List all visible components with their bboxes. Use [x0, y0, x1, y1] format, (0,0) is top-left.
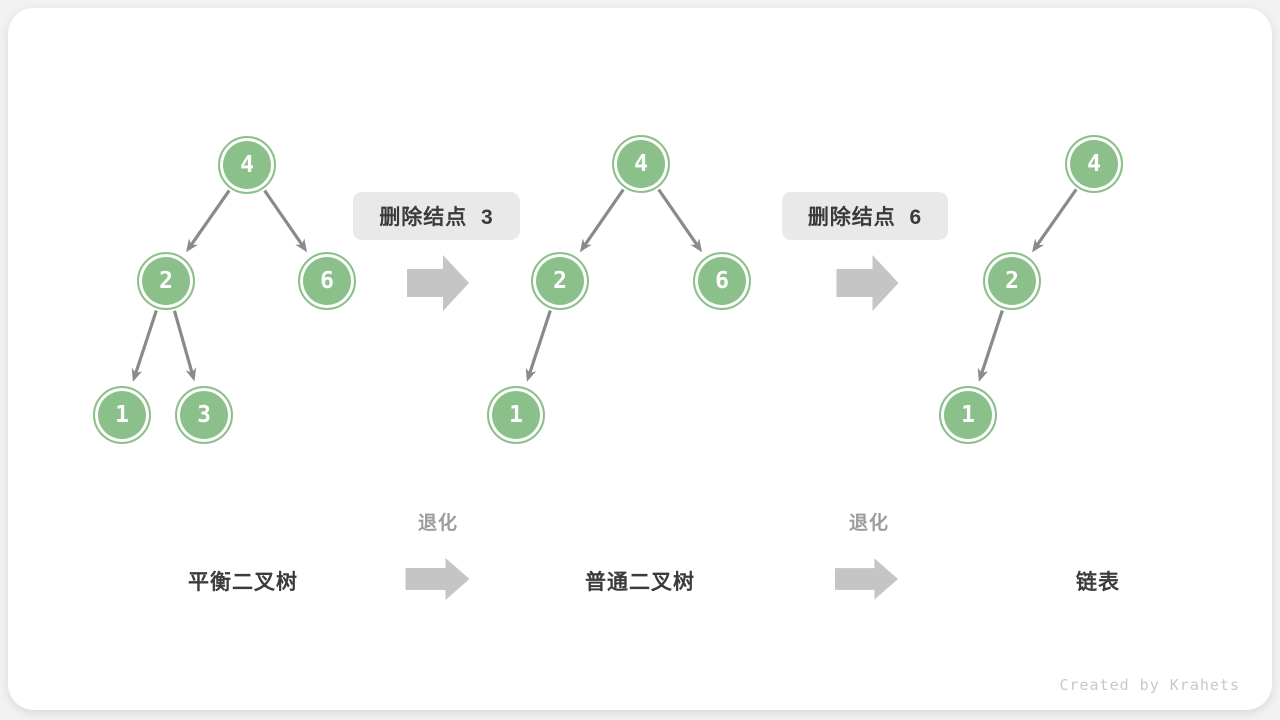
tree-node: 4	[612, 135, 670, 193]
tree-node: 4	[1065, 135, 1123, 193]
tree-node-label: 1	[961, 402, 975, 428]
step-label-delete-3: 删除结点 3	[353, 192, 520, 240]
tree-node-label: 4	[1087, 151, 1101, 177]
step-label-delete-6: 删除结点 6	[782, 192, 948, 240]
tree-node: 6	[298, 252, 356, 310]
degrade-label: 退化	[417, 513, 458, 534]
tree-node: 6	[693, 252, 751, 310]
stage-label-normal-tree: 普通二叉树	[585, 571, 695, 594]
right-arrow-icon	[405, 558, 470, 600]
tree-node-label: 2	[1005, 268, 1019, 294]
tree-node-label: 1	[115, 402, 129, 428]
tree-node: 4	[218, 136, 276, 194]
tree-node-label: 2	[159, 268, 173, 294]
tree-node: 1	[939, 386, 997, 444]
stage-label-linked-list: 链表	[1076, 571, 1120, 594]
tree-node: 2	[137, 252, 195, 310]
tree-node-label: 4	[634, 151, 648, 177]
tree-node: 3	[175, 386, 233, 444]
tree-node-label: 2	[553, 268, 567, 294]
right-arrow-icon	[836, 255, 899, 311]
tree-node-label: 6	[715, 268, 729, 294]
tree-node-label: 1	[509, 402, 523, 428]
right-arrow-icon	[835, 558, 899, 600]
right-arrow-icon	[407, 255, 469, 311]
tree-node-label: 4	[240, 152, 254, 178]
tree-node: 1	[93, 386, 151, 444]
tree-node: 2	[983, 252, 1041, 310]
diagram-card	[8, 8, 1272, 710]
tree-node: 1	[487, 386, 545, 444]
tree-node-label: 3	[197, 402, 211, 428]
watermark: Created by Krahets	[1059, 676, 1240, 694]
tree-node-label: 6	[320, 268, 334, 294]
stage-label-balanced-tree: 平衡二叉树	[188, 571, 298, 594]
tree-node: 2	[531, 252, 589, 310]
degrade-label: 退化	[848, 513, 889, 534]
